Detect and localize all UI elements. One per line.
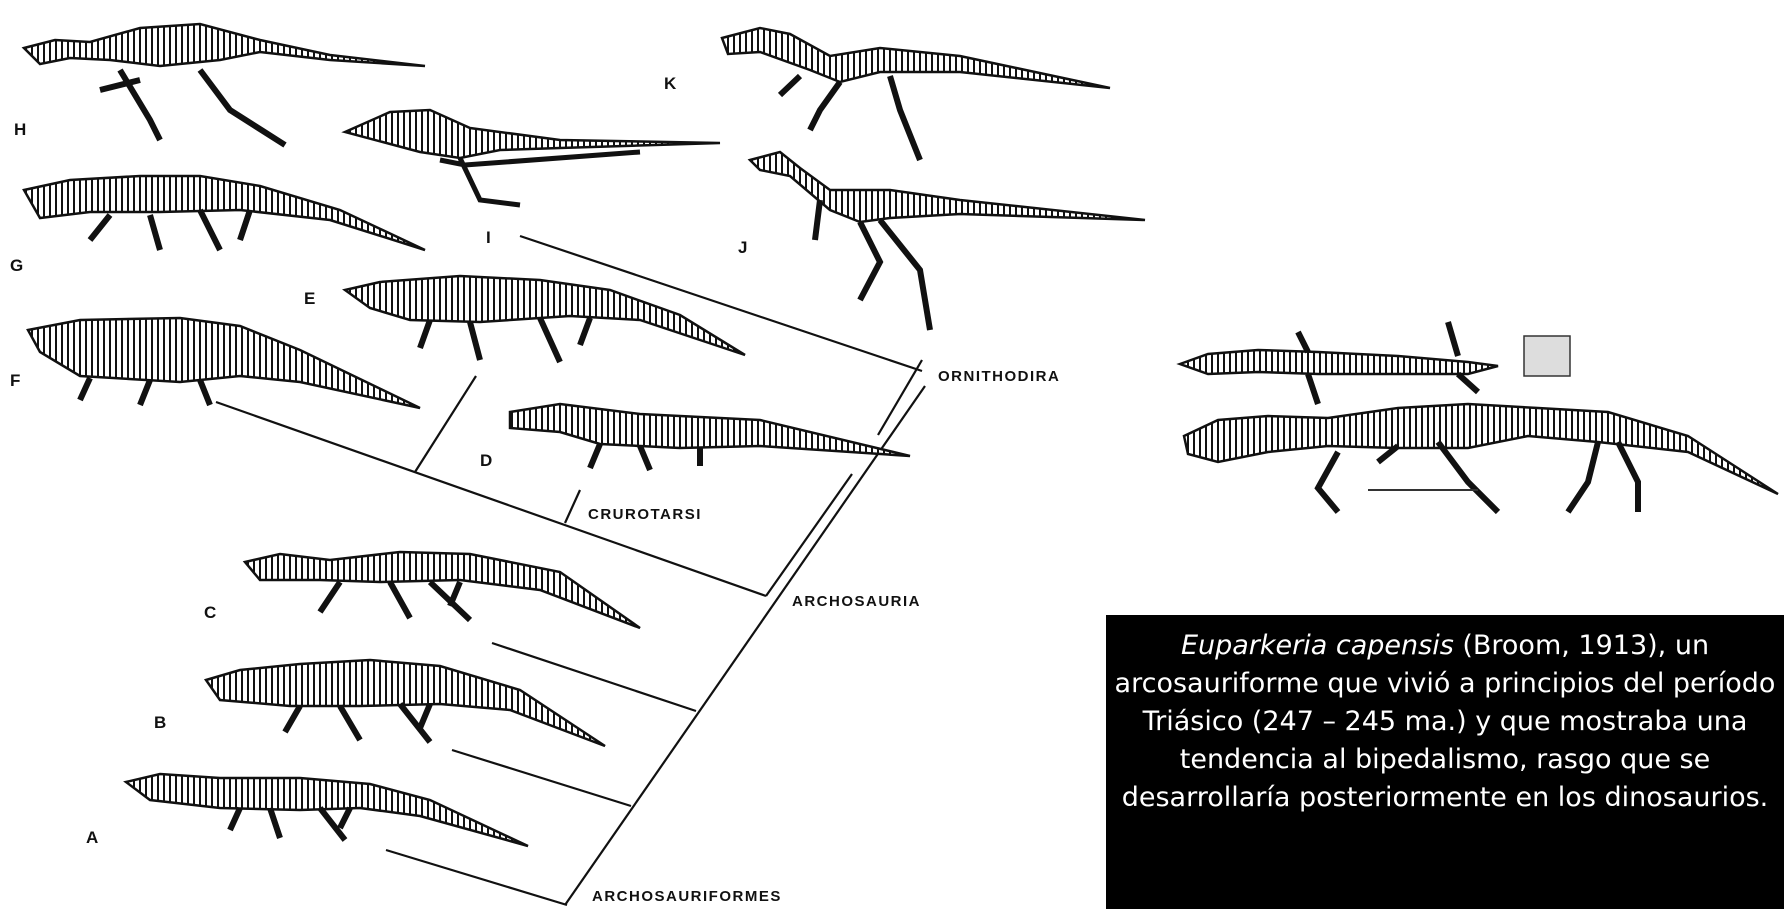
branch-B	[452, 750, 631, 806]
specimen-label-e: E	[304, 289, 315, 309]
euparkeria-skeleton-inset	[1168, 312, 1784, 538]
specimen-label-j: J	[738, 238, 747, 258]
branch-archosauriformes-stem	[565, 386, 925, 905]
specimen-label-f: F	[10, 371, 20, 391]
specimen-label-i: I	[486, 228, 491, 248]
specimen-label-b: B	[154, 713, 166, 733]
branch-crurotarsi-node	[565, 490, 580, 523]
specimen-label-g: G	[10, 256, 23, 276]
specimen-label-a: A	[86, 828, 98, 848]
skeleton-K	[722, 28, 1110, 160]
skeleton-A	[126, 774, 528, 846]
skeleton-G	[24, 176, 425, 250]
skeleton-C	[245, 552, 640, 628]
specimen-label-h: H	[14, 120, 26, 140]
skeleton-E	[345, 276, 745, 362]
branch-A	[386, 850, 567, 905]
skeleton-J	[750, 152, 1145, 330]
caption-box: Euparkeria capensis (Broom, 1913), un ar…	[1106, 615, 1784, 909]
euparkeria-lateral-view	[1184, 404, 1778, 512]
specimen-label-k: K	[664, 74, 676, 94]
euparkeria-scale-bar-small	[1524, 336, 1570, 376]
euparkeria-skeleton-drawing	[1168, 312, 1784, 538]
clade-label-archosauriformes: ARCHOSAURIFORMES	[592, 888, 782, 905]
specimen-label-c: C	[204, 603, 216, 623]
clade-label-crurotarsi: CRUROTARSI	[588, 506, 702, 523]
branch-archosauria-ornithodira	[766, 474, 852, 596]
skeleton-B	[206, 660, 605, 746]
skeleton-I	[345, 110, 720, 205]
branch-E	[415, 376, 476, 472]
skeleton-D	[510, 404, 910, 470]
caption-species-name: Euparkeria capensis	[1181, 630, 1454, 661]
euparkeria-dorsal-view	[1180, 322, 1498, 404]
clade-label-ornithodira: ORNITHODIRA	[938, 368, 1060, 385]
specimen-label-d: D	[480, 451, 492, 471]
clade-label-archosauria: ARCHOSAURIA	[792, 593, 921, 610]
skeleton-F	[28, 318, 420, 408]
